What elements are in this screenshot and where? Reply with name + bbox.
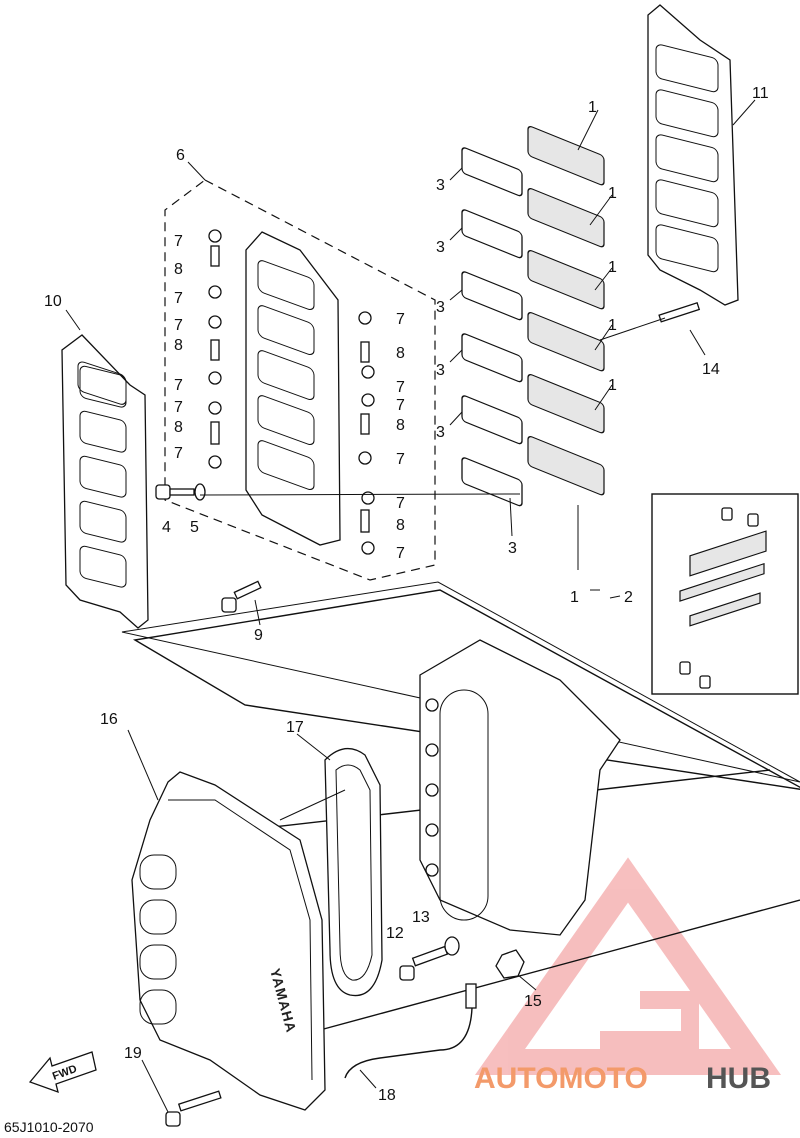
callout-8: 8 [174,419,183,436]
watermark-word-a: AUTOMOTO [474,1062,648,1095]
callout-7: 7 [174,290,183,307]
bolt-4 [155,484,195,500]
reed-detail-box [651,493,799,695]
callout-7: 7 [174,445,183,462]
bolt-12 [399,945,449,981]
callout-4: 4 [162,519,171,536]
stud-14 [658,301,701,323]
callout-7: 7 [396,545,405,562]
crankcase-body [419,639,621,936]
callout-10: 10 [44,293,62,310]
callout-7: 7 [174,233,183,250]
callout-7: 7 [396,311,405,328]
callout-7: 7 [396,451,405,468]
callout-5: 5 [190,519,199,536]
callout-1: 1 [608,317,617,334]
callout-3: 3 [436,177,445,194]
gasket-10 [61,334,149,629]
callout-7: 7 [174,317,183,334]
callout-2: 2 [624,589,633,606]
callout-7: 7 [174,399,183,416]
callout-8: 8 [174,337,183,354]
callout-15: 15 [524,993,542,1010]
callout-1: 1 [608,259,617,276]
callout-9: 9 [254,627,263,644]
callout-3: 3 [436,239,445,256]
callout-8: 8 [396,517,405,534]
gasket-11 [647,4,739,306]
callout-3: 3 [508,540,517,557]
gasket-17 [324,748,383,997]
reed-valves-1 [527,125,605,496]
callout-19: 19 [124,1045,142,1062]
callout-6: 6 [176,147,185,164]
callout-3: 3 [436,299,445,316]
callout-1: 1 [608,377,617,394]
watermark: AUTOMOTO HUB [474,1062,771,1095]
reed-valve-holder-plate [245,231,341,546]
callout-18: 18 [378,1087,396,1104]
callout-1: 1 [608,185,617,202]
assembly-6-boundary [164,179,436,581]
callout-3: 3 [436,424,445,441]
reed-gaskets-3 [461,147,523,507]
callout-14: 14 [702,361,720,378]
callout-3: 3 [436,362,445,379]
bolt-19 [165,1090,222,1127]
callout-8: 8 [396,417,405,434]
fittings-left-column [208,229,222,469]
callout-labels: 1 1 1 1 1 1 2 3 3 3 3 3 3 4 5 6 7 8 7 7 … [44,85,769,1104]
watermark-word-b: HUB [706,1062,771,1095]
callout-12: 12 [386,925,404,942]
cover-16: YAMAHA [131,771,326,1111]
washer-5 [194,483,206,501]
callout-13: 13 [412,909,430,926]
diagram-code: 65J1010-2070 [4,1119,94,1135]
callout-1: 1 [570,589,579,606]
callout-8: 8 [174,261,183,278]
watermark-logo [474,857,782,1075]
callout-7: 7 [396,495,405,512]
callout-7: 7 [396,379,405,396]
callout-7: 7 [396,397,405,414]
callout-17: 17 [286,719,304,736]
hose-18 [344,1007,473,1079]
fwd-arrow-icon: FWD [28,1051,97,1094]
callout-16: 16 [100,711,118,728]
callout-1: 1 [588,99,597,116]
callout-11: 11 [752,85,769,102]
bolt-9 [221,580,262,613]
nut-15 [495,949,525,979]
fittings-right-column [358,311,375,555]
callout-8: 8 [396,345,405,362]
callout-7: 7 [174,377,183,394]
leader-lines [65,99,756,1113]
washer-13 [444,936,460,956]
